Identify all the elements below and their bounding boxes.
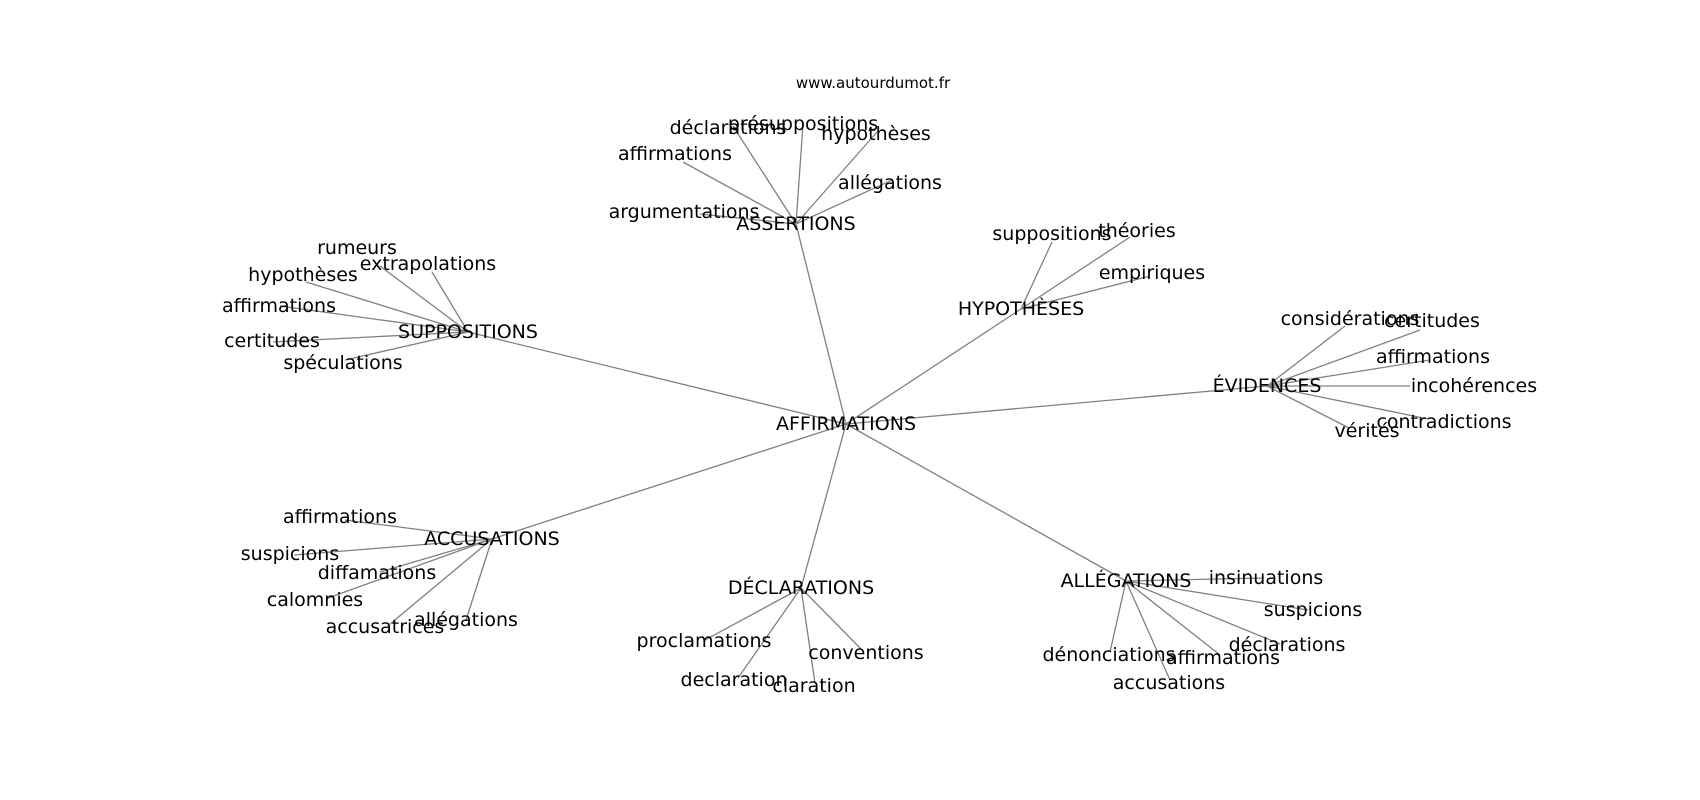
source-watermark: www.autourdumot.fr (796, 74, 951, 92)
cluster-node-assertions[interactable]: ASSERTIONS (736, 213, 855, 235)
edge-suppositions-to-certitudes (272, 331, 469, 343)
leaf-node-accusations-diffamations[interactable]: diffamations (318, 562, 437, 584)
leaf-node-allegations-suspicions[interactable]: suspicions (1264, 599, 1362, 621)
edge-allegations-to-denonciations (1109, 580, 1127, 653)
leaf-node-suppositions-affirmations[interactable]: affirmations (222, 295, 336, 317)
edge-hypotheses-to-empiriques (1020, 275, 1151, 310)
leaf-node-suppositions-rumeurs[interactable]: rumeurs (317, 237, 397, 259)
edge-assertions-to-hypotheses (795, 131, 878, 225)
edge-suppositions-to-extrapolations (431, 271, 469, 333)
leaf-node-allegations-affirmations[interactable]: affirmations (1166, 647, 1280, 669)
leaf-node-suppositions-speculations[interactable]: spéculations (283, 352, 402, 374)
leaf-node-assertions-presuppositions[interactable]: présuppositions (728, 113, 878, 135)
edge-assertions-to-presuppositions (795, 123, 804, 225)
cluster-node-hypotheses[interactable]: HYPOTHÈSES (958, 297, 1084, 320)
edge-allegations-to-declarations (1125, 580, 1281, 645)
edge-center-to-allegations (845, 423, 1127, 582)
edge-evidences-to-contradictions (1266, 385, 1429, 420)
cluster-node-declarations[interactable]: DÉCLARATIONS (728, 576, 874, 599)
edge-accusations-to-allegations (465, 538, 493, 621)
leaf-node-declarations-claration[interactable]: claration (772, 675, 855, 697)
edge-declarations-to-declaration (737, 587, 802, 679)
edge-hypotheses-to-theories (1020, 236, 1131, 310)
leaf-node-evidences-verites[interactable]: vérités (1334, 420, 1399, 442)
leaf-node-declarations-proclamations[interactable]: proclamations (637, 630, 772, 652)
edge-allegations-to-accusations (1125, 580, 1171, 681)
leaf-node-accusations-calomnies[interactable]: calomnies (267, 589, 363, 611)
edge-allegations-to-insinuations (1125, 577, 1265, 582)
leaf-node-hypotheses-empiriques[interactable]: empiriques (1099, 262, 1205, 284)
edge-evidences-to-certitudes (1266, 329, 1421, 387)
edge-declarations-to-claration (800, 587, 816, 684)
edge-declarations-to-proclamations (704, 587, 802, 641)
leaf-node-assertions-argumentations[interactable]: argumentations (609, 201, 760, 223)
leaf-node-suppositions-extrapolations[interactable]: extrapolations (360, 253, 496, 275)
edge-assertions-to-affirmations (682, 161, 797, 225)
leaf-node-hypotheses-suppositions[interactable]: suppositions (992, 223, 1111, 245)
edge-accusations-to-accusatrices (389, 538, 493, 625)
edge-center-to-declarations (800, 423, 847, 589)
edge-evidences-to-considerations (1266, 325, 1346, 387)
leaf-node-assertions-affirmations[interactable]: affirmations (618, 143, 732, 165)
edge-allegations-to-suspicions (1125, 580, 1309, 611)
edge-assertions-to-declarations (732, 125, 797, 225)
edge-evidences-to-verites (1266, 385, 1350, 429)
cluster-node-suppositions[interactable]: SUPPOSITIONS (398, 321, 538, 343)
leaf-node-accusations-affirmations[interactable]: affirmations (283, 506, 397, 528)
edge-accusations-to-calomnies (327, 538, 493, 599)
leaf-node-hypotheses-theories[interactable]: théories (1098, 220, 1175, 242)
edge-center-to-assertions (795, 223, 847, 425)
leaf-node-allegations-declarations[interactable]: déclarations (1229, 634, 1346, 656)
edge-assertions-to-argumentations (699, 213, 797, 225)
edge-accusations-to-suspicions (293, 538, 493, 556)
graph-labels: AFFIRMATIONSASSERTIONSdéclarationsprésup… (222, 113, 1537, 697)
edge-suppositions-to-affirmations (279, 305, 469, 333)
leaf-node-evidences-certitudes[interactable]: certitudes (1384, 310, 1480, 332)
leaf-node-allegations-insinuations[interactable]: insinuations (1209, 567, 1324, 589)
edge-center-to-evidences (845, 385, 1268, 425)
edge-allegations-to-affirmations (1125, 580, 1221, 656)
leaf-node-assertions-allegations[interactable]: allégations (838, 172, 942, 194)
edge-evidences-to-affirmations (1266, 359, 1431, 387)
edge-accusations-to-affirmations (344, 519, 493, 540)
edge-accusations-to-diffamations (379, 538, 493, 573)
leaf-node-assertions-hypotheses[interactable]: hypothèses (821, 123, 931, 145)
leaf-node-evidences-contradictions[interactable]: contradictions (1376, 411, 1511, 433)
leaf-node-declarations-conventions[interactable]: conventions (808, 642, 923, 664)
cluster-node-evidences[interactable]: ÉVIDENCES (1213, 374, 1322, 397)
leaf-node-declarations-declaration[interactable]: declaration (681, 669, 788, 691)
leaf-node-suppositions-certitudes[interactable]: certitudes (224, 330, 320, 352)
leaf-node-allegations-denonciations[interactable]: dénonciations (1042, 644, 1175, 666)
leaf-node-evidences-incoherences[interactable]: incohérences (1411, 375, 1537, 397)
edge-assertions-to-allegations (795, 179, 893, 225)
leaf-node-suppositions-hypotheses[interactable]: hypothèses (248, 264, 358, 286)
edge-hypotheses-to-suppositions (1020, 241, 1053, 310)
leaf-node-assertions-declarations[interactable]: déclarations (670, 117, 787, 139)
center-node[interactable]: AFFIRMATIONS (776, 413, 916, 435)
edge-declarations-to-conventions (800, 587, 863, 651)
edge-suppositions-to-speculations (344, 331, 469, 361)
graph-edges (272, 123, 1431, 684)
cluster-node-allegations[interactable]: ALLÉGATIONS (1061, 569, 1192, 592)
cluster-node-accusations[interactable]: ACCUSATIONS (424, 528, 559, 550)
leaf-node-accusations-accusatrices[interactable]: accusatrices (326, 616, 445, 638)
leaf-node-evidences-considerations[interactable]: considérations (1281, 308, 1420, 330)
leaf-node-allegations-accusations[interactable]: accusations (1113, 672, 1225, 694)
edge-center-to-accusations (491, 423, 847, 540)
edge-center-to-suppositions (467, 331, 847, 425)
edge-suppositions-to-hypotheses (305, 281, 469, 333)
leaf-node-accusations-allegations[interactable]: allégations (414, 609, 518, 631)
edge-center-to-hypotheses (845, 308, 1022, 425)
edge-suppositions-to-rumeurs (379, 265, 469, 333)
leaf-node-accusations-suspicions[interactable]: suspicions (241, 543, 339, 565)
leaf-node-evidences-affirmations[interactable]: affirmations (1376, 346, 1490, 368)
